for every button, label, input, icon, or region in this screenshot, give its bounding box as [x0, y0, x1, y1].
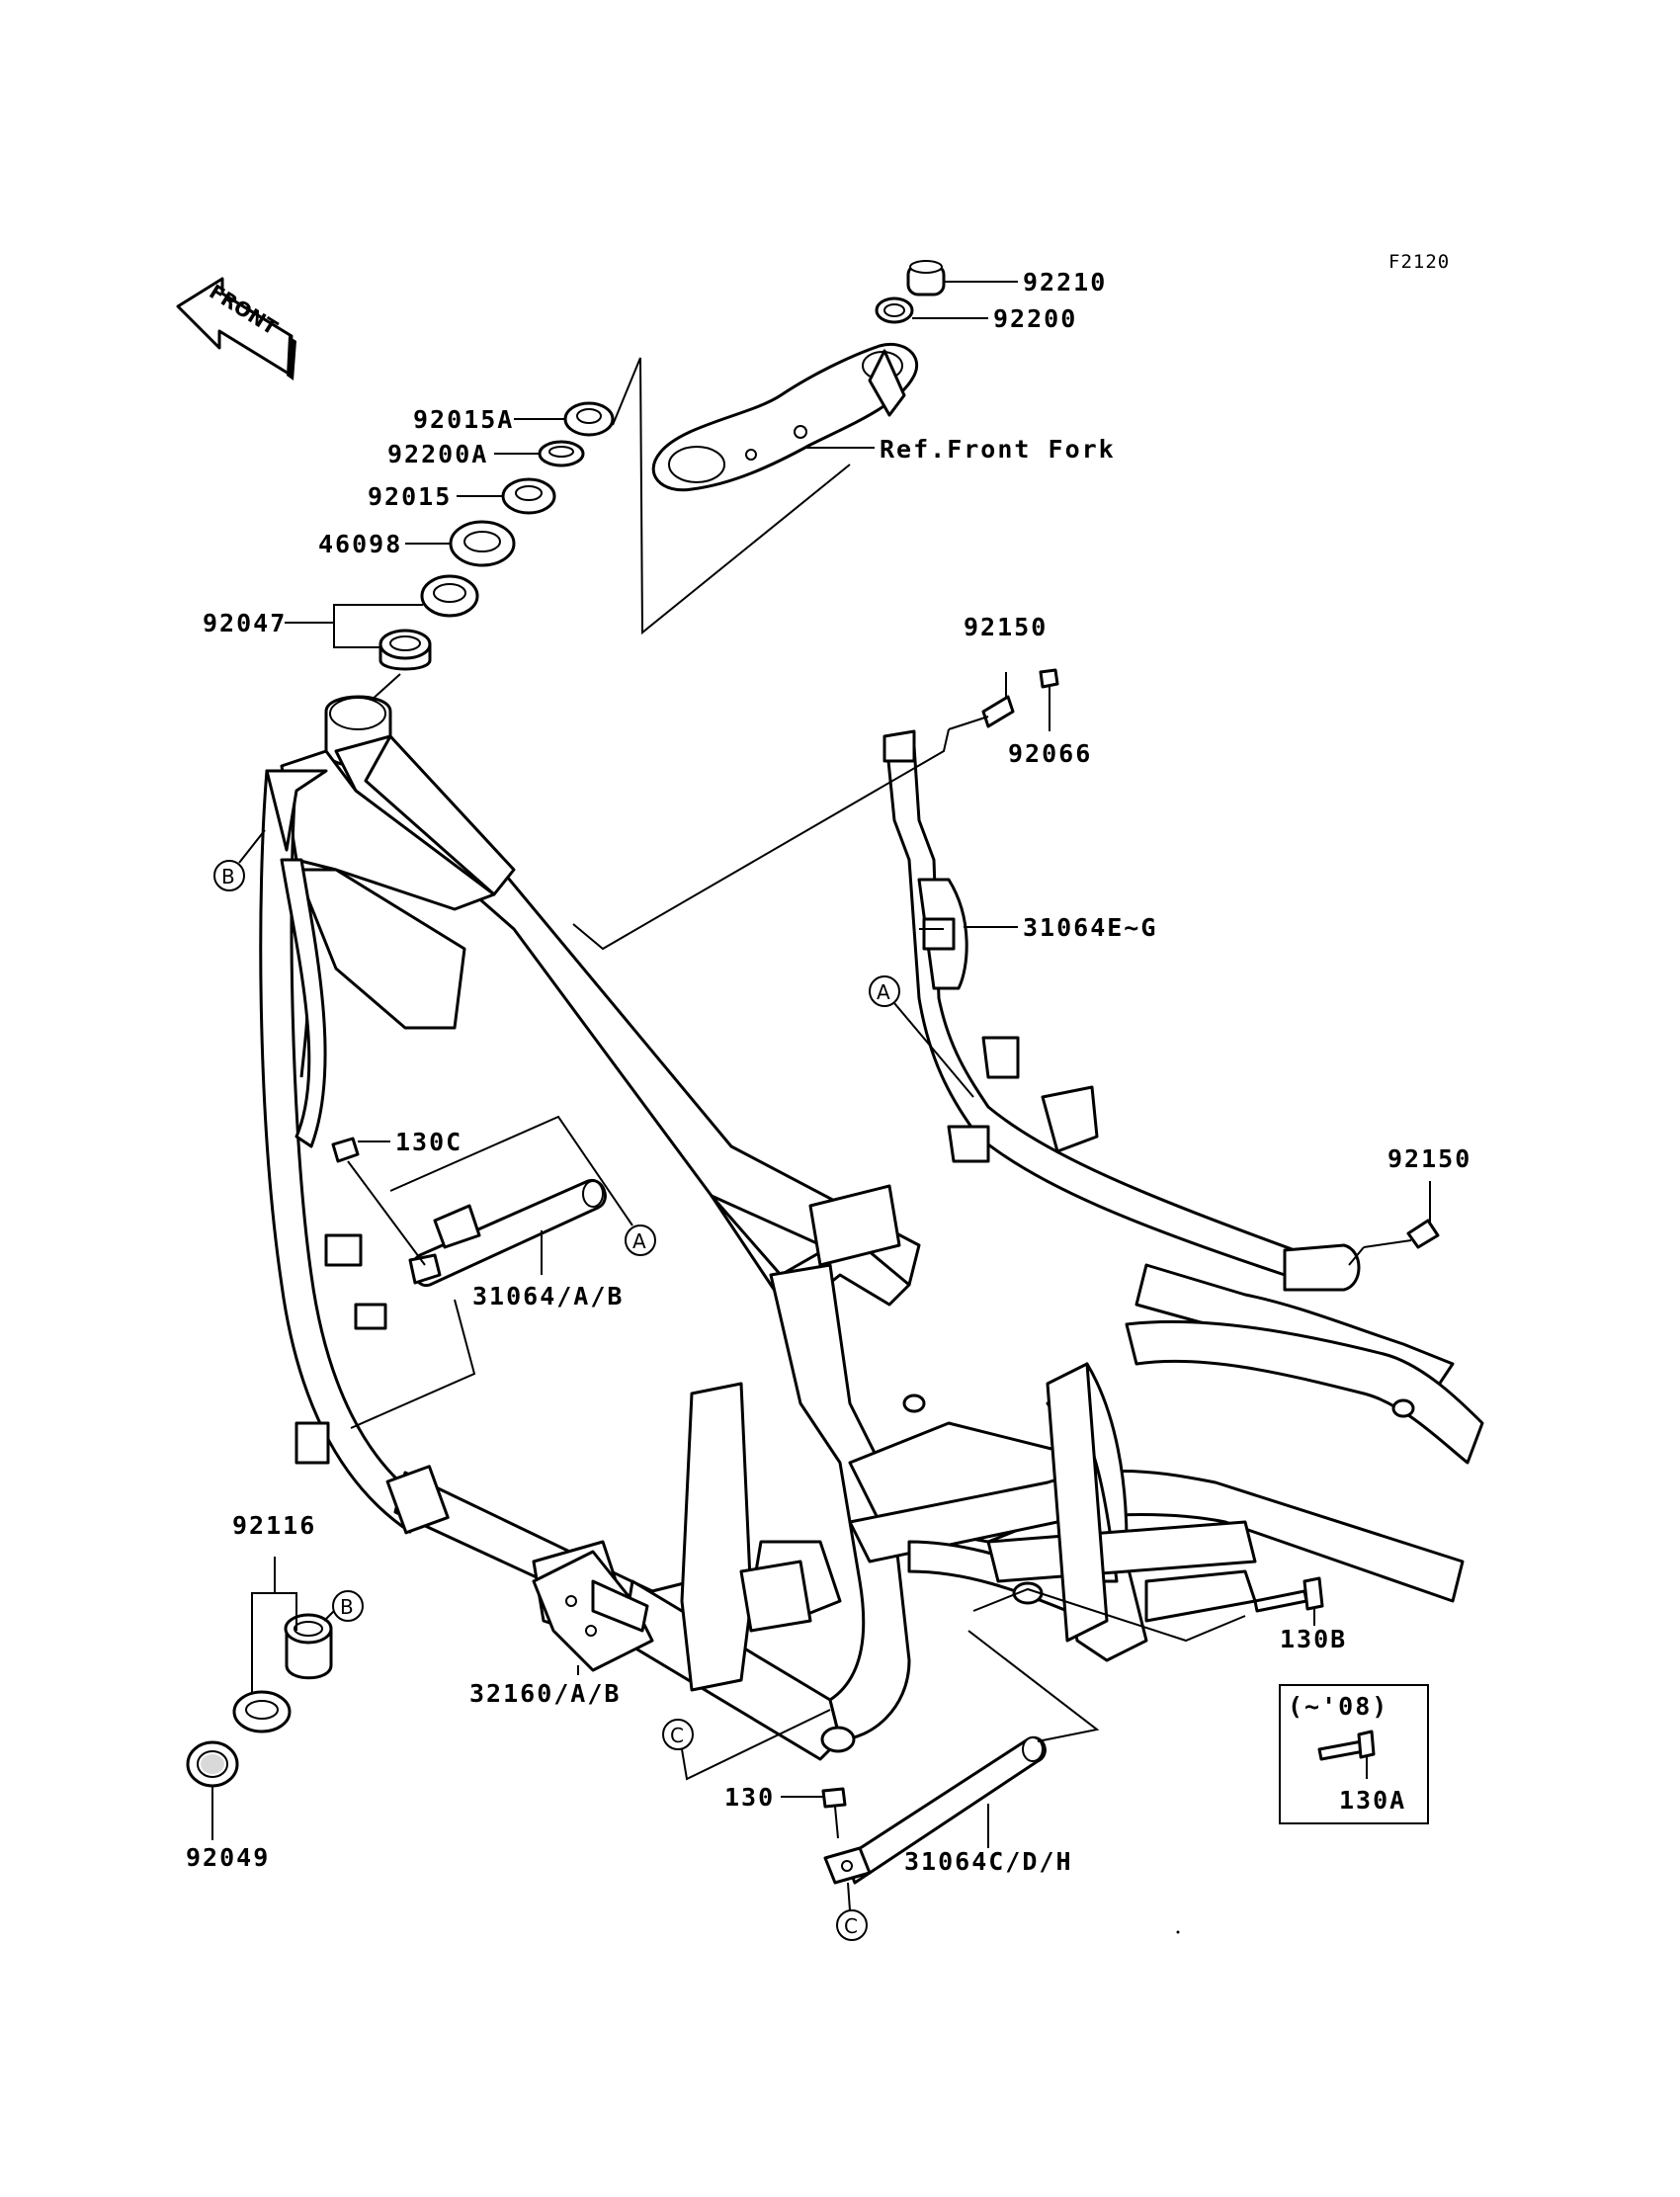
marker-c-lower — [836, 1909, 868, 1941]
bolt-92150-right — [1363, 1219, 1440, 1249]
bolt-92150-top — [948, 695, 1015, 730]
callout-92116: 92116 — [232, 1511, 316, 1540]
callout-31064EG: 31064E~G — [1023, 913, 1157, 942]
marker-a-left-label: A — [632, 1229, 646, 1253]
callout-92066: 92066 — [1008, 739, 1092, 768]
bolt-130C — [331, 1137, 426, 1266]
bearing-92116-cone — [232, 1690, 292, 1733]
callout-130C: 130C — [395, 1128, 462, 1156]
callout-92015A: 92015A — [413, 405, 514, 434]
callout-92200: 92200 — [993, 304, 1077, 333]
cross-tube-31064CDH — [823, 1735, 1047, 1885]
bolt-130A — [1317, 1739, 1366, 1761]
marker-c-lower-label: C — [844, 1914, 858, 1938]
figure-code: F2120 — [1388, 251, 1450, 273]
callout-92150-right: 92150 — [1387, 1144, 1471, 1173]
callout-92015: 92015 — [368, 482, 452, 511]
bearing-92116-race — [284, 1613, 333, 1680]
marker-a-right — [869, 975, 900, 1007]
callout-32160AB: 32160/A/B — [469, 1679, 621, 1708]
frame-gusset — [265, 769, 328, 852]
front-direction-arrow-icon: FRONT — [176, 277, 296, 380]
marker-b-lower — [332, 1590, 364, 1622]
marker-a-right-label: A — [877, 980, 890, 1004]
inset-note: (~'08) — [1288, 1692, 1388, 1721]
callout-130A: 130A — [1339, 1786, 1406, 1815]
callout-130: 130 — [724, 1783, 775, 1812]
marker-b-left-label: B — [221, 865, 235, 888]
callout-92047: 92047 — [203, 609, 287, 637]
callout-130B: 130B — [1280, 1625, 1347, 1653]
bolt-130B — [1253, 1576, 1324, 1613]
side-frame-31064EG — [882, 729, 1361, 1292]
nut-92015 — [501, 477, 556, 515]
bearing-92047-upper — [420, 574, 479, 618]
marker-c-upper — [662, 1719, 694, 1750]
marker-b-lower-label: B — [340, 1595, 354, 1619]
callout-31064AB: 31064/A/B — [472, 1282, 624, 1310]
callout-92049: 92049 — [186, 1843, 270, 1872]
bracket-32160AB — [532, 1550, 654, 1672]
inset-130A: (~'08) 130A — [1279, 1684, 1429, 1824]
callout-46098: 46098 — [318, 530, 402, 558]
marker-a-left — [625, 1225, 656, 1256]
marker-c-upper-label: C — [670, 1724, 684, 1747]
nut-92066 — [1039, 668, 1059, 689]
callout-31064CDH: 31064C/D/H — [904, 1847, 1073, 1876]
front-fork-bracket — [651, 343, 918, 492]
bearing-92047-lower — [378, 629, 432, 671]
callout-ref-front-fork: Ref.Front Fork — [880, 435, 1116, 464]
cap-nut-92210 — [906, 260, 946, 296]
cross-tube-31064AB — [408, 1178, 607, 1287]
bolt-130 — [821, 1787, 847, 1839]
frame-bracket — [294, 1421, 330, 1465]
callout-92210: 92210 — [1023, 268, 1107, 296]
marker-b-left — [213, 860, 245, 891]
seal-46098 — [449, 520, 516, 567]
callout-92150-top: 92150 — [964, 613, 1048, 641]
callout-92200A: 92200A — [387, 440, 488, 468]
nut-92015A — [563, 401, 615, 437]
seal-92049 — [186, 1740, 239, 1788]
